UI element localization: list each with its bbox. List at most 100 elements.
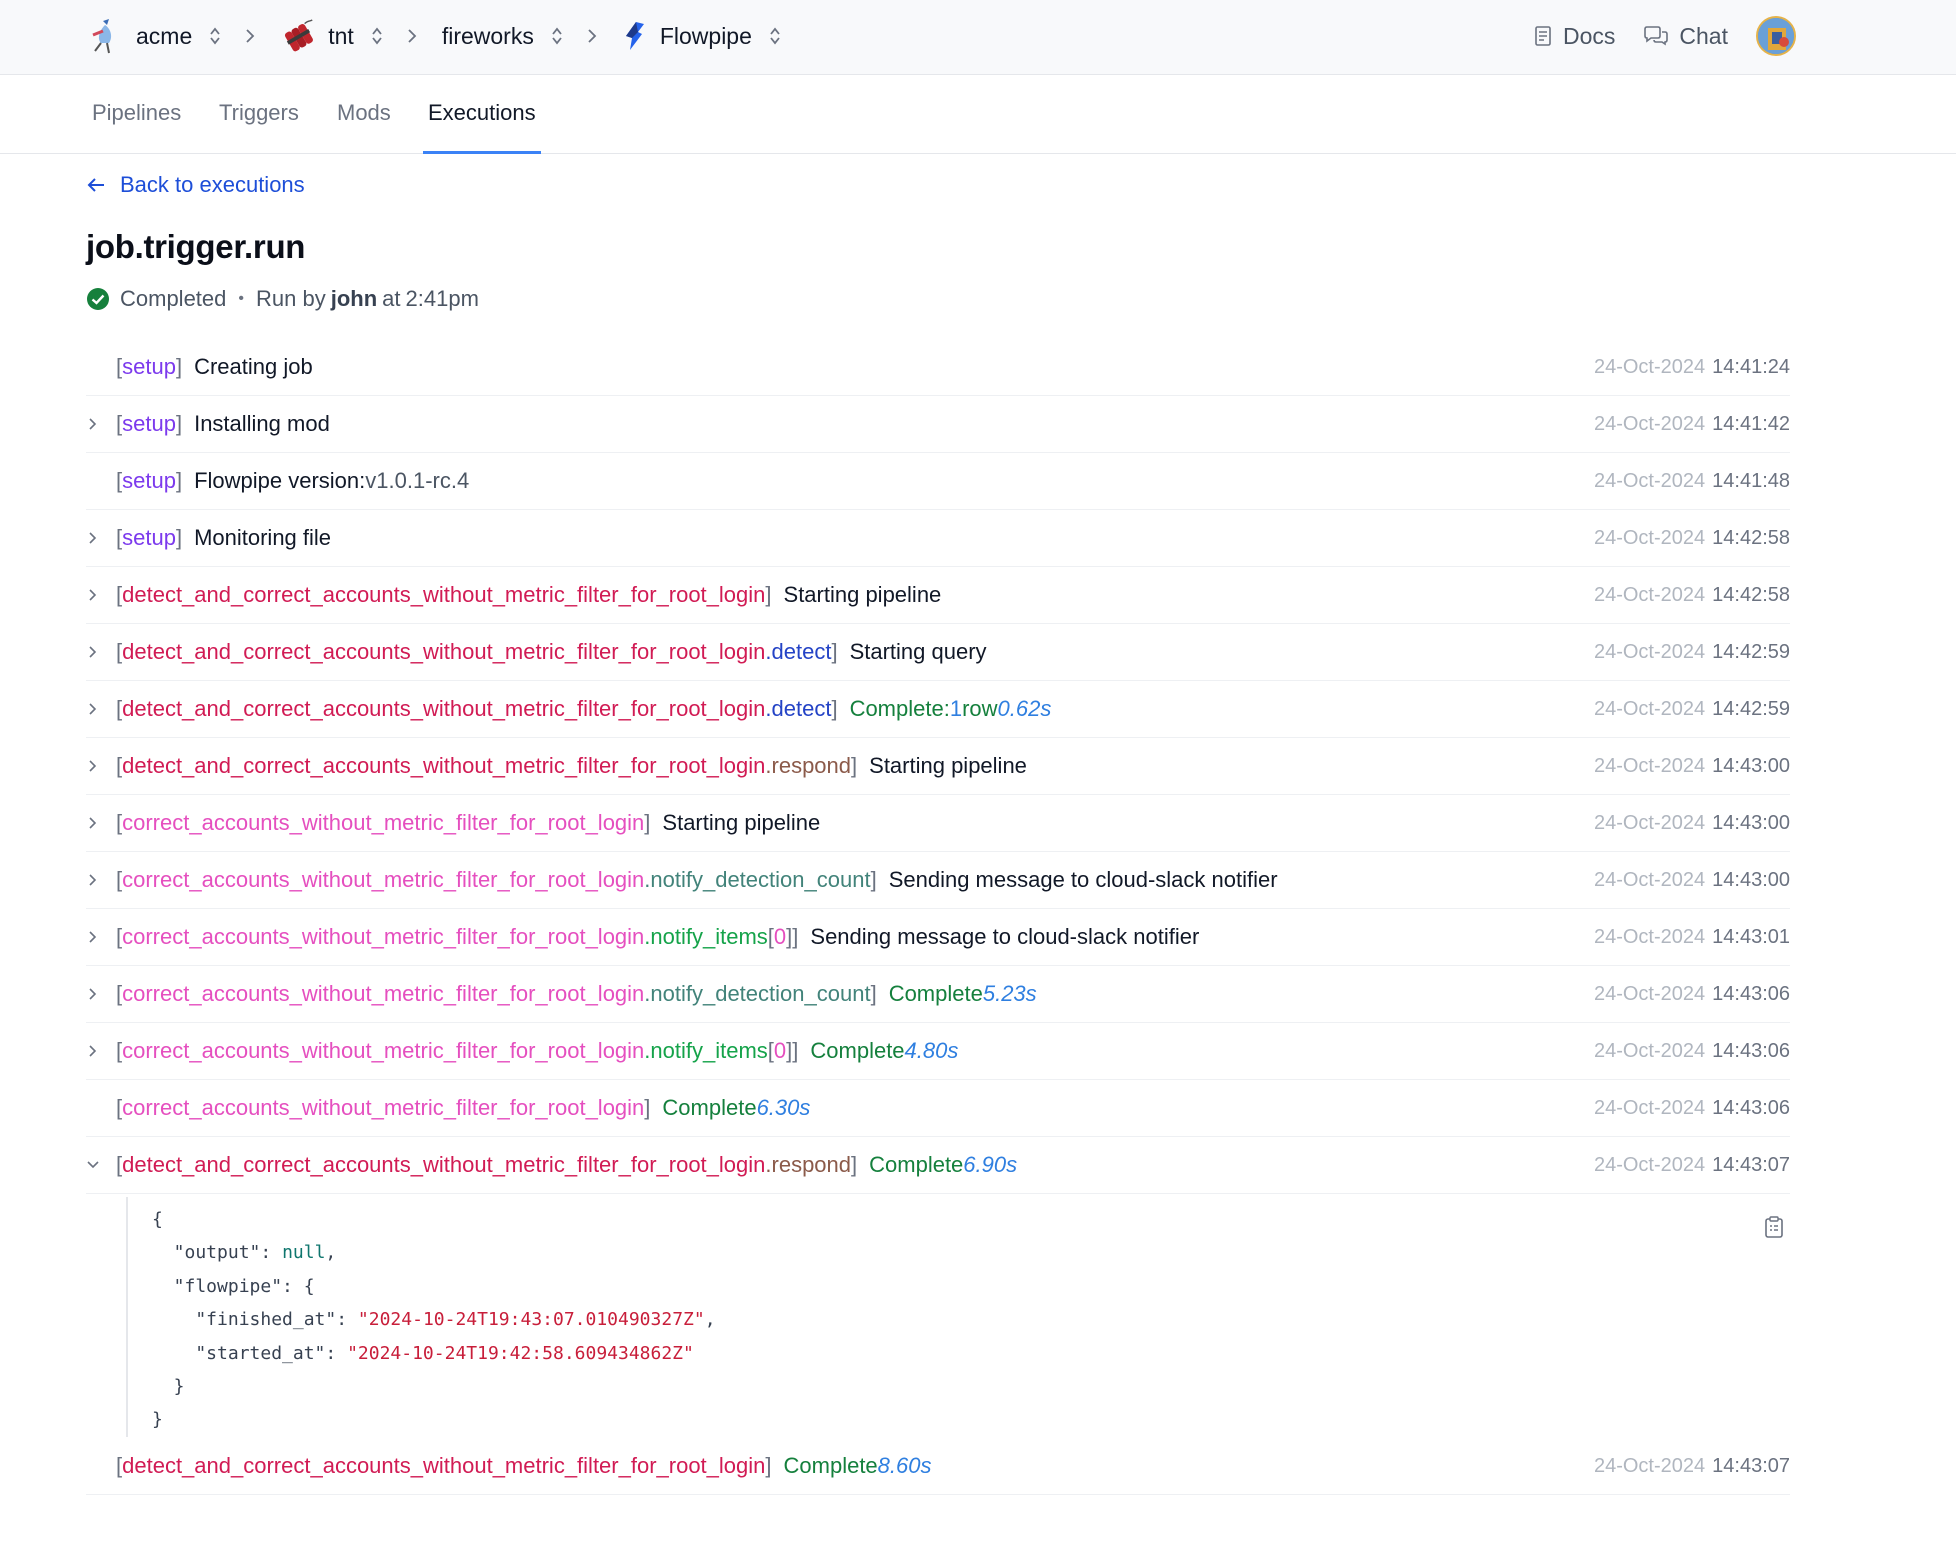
log-segment: ]] [786, 924, 799, 949]
log-message: [correct_accounts_without_metric_filter_… [116, 852, 1278, 908]
flowpipe-logo-icon [622, 17, 648, 55]
log-segment: Sending message to cloud-slack notifier [810, 924, 1200, 949]
log-segment: Complete [810, 1038, 905, 1063]
json-token: "output" [152, 1242, 261, 1263]
breadcrumb-product[interactable]: Flowpipe [622, 17, 782, 55]
arrow-left-icon [87, 178, 104, 192]
chevron-right-icon[interactable] [86, 567, 104, 623]
log-segment: .notify_detection_count [644, 981, 871, 1006]
log-segment: setup [122, 468, 176, 493]
log-row[interactable]: [detect_and_correct_accounts_without_met… [86, 738, 1790, 795]
chat-link[interactable]: Chat [1643, 23, 1728, 50]
breadcrumb-org[interactable]: acme [88, 17, 222, 55]
log-row[interactable]: [correct_accounts_without_metric_filter_… [86, 852, 1790, 909]
json-token: } [152, 1376, 185, 1397]
log-segment: Complete [662, 1095, 757, 1120]
breadcrumb-project[interactable]: fireworks [442, 23, 564, 50]
log-date: 24-Oct-2024 [1593, 355, 1706, 378]
log-segment: 0.62s [997, 696, 1052, 721]
log-row[interactable]: [correct_accounts_without_metric_filter_… [86, 909, 1790, 966]
chevron-right-icon[interactable] [86, 624, 104, 680]
chevron-right-icon[interactable] [86, 738, 104, 794]
json-token: } [152, 1409, 163, 1430]
json-line: "started_at": "2024-10-24T19:42:58.60943… [152, 1343, 694, 1364]
tab-triggers[interactable]: Triggers [219, 100, 299, 125]
log-segment: row [962, 696, 998, 721]
chevron-right-icon[interactable] [86, 681, 104, 737]
log-segment: Starting pipeline [869, 753, 1027, 778]
log-segment: detect_and_correct_accounts_without_metr… [122, 1152, 766, 1177]
log-date: 24-Oct-2024 [1593, 526, 1706, 549]
chevron-right-icon[interactable] [86, 795, 104, 851]
log-segment: [ [116, 753, 123, 778]
log-segment: ] [175, 411, 183, 436]
docs-link[interactable]: Docs [1533, 23, 1615, 50]
log-row[interactable]: [correct_accounts_without_metric_filter_… [86, 1023, 1790, 1080]
log-segment: detect_and_correct_accounts_without_metr… [122, 639, 766, 664]
json-line: "finished_at": "2024-10-24T19:43:07.0104… [152, 1309, 715, 1330]
log-date: 24-Oct-2024 [1593, 1039, 1706, 1062]
log-message: [correct_accounts_without_metric_filter_… [116, 909, 1199, 965]
log-segment: ] [644, 810, 651, 835]
back-link-label: Back to executions [120, 172, 305, 197]
json-line: } [152, 1376, 185, 1397]
log-row[interactable]: [correct_accounts_without_metric_filter_… [86, 795, 1790, 852]
avatar[interactable] [1756, 16, 1796, 56]
json-token: : [325, 1343, 348, 1364]
log-message: [detect_and_correct_accounts_without_met… [116, 567, 941, 623]
chevron-right-icon[interactable] [86, 1023, 104, 1079]
log-segment: [ [116, 696, 123, 721]
log-segment: [ [116, 1038, 123, 1063]
log-segment: Starting pipeline [662, 810, 821, 835]
tab-bar: Pipelines Triggers Mods Executions [0, 75, 1956, 154]
tab-mods[interactable]: Mods [337, 100, 391, 125]
chevron-right-icon[interactable] [86, 510, 104, 566]
log-date: 24-Oct-2024 [1593, 754, 1706, 777]
log-date: 24-Oct-2024 [1593, 412, 1706, 435]
tab-executions[interactable]: Executions [423, 75, 541, 154]
json-token: null [282, 1242, 326, 1263]
json-token: , [325, 1242, 337, 1263]
log-row: [correct_accounts_without_metric_filter_… [86, 1080, 1790, 1137]
chat-label: Chat [1679, 22, 1728, 49]
log-segment: .respond [765, 753, 852, 778]
log-segment: .notify_items [644, 1038, 768, 1063]
chevron-down-icon[interactable] [86, 1137, 104, 1193]
log-row[interactable]: [detect_and_correct_accounts_without_met… [86, 681, 1790, 738]
chevron-right-icon [586, 26, 600, 46]
tab-pipelines[interactable]: Pipelines [92, 100, 182, 125]
log-date: 24-Oct-2024 [1593, 811, 1706, 834]
log-row: [detect_and_correct_accounts_without_met… [86, 1438, 1790, 1495]
log-segment: [ [116, 639, 123, 664]
log-row[interactable]: [detect_and_correct_accounts_without_met… [86, 567, 1790, 624]
json-token: "2024-10-24T19:42:58.609434862Z" [347, 1343, 694, 1364]
chevron-right-icon[interactable] [86, 909, 104, 965]
log-segment: [ [116, 924, 123, 949]
log-segment: ] [851, 1152, 858, 1177]
log-segment: [ [116, 525, 123, 550]
clipboard-copy-icon[interactable] [1764, 1215, 1784, 1244]
chevron-right-icon[interactable] [86, 396, 104, 452]
log-row[interactable]: [detect_and_correct_accounts_without_met… [86, 624, 1790, 681]
log-row[interactable]: [detect_and_correct_accounts_without_met… [86, 1137, 1790, 1194]
chevron-right-icon[interactable] [86, 966, 104, 1022]
chevron-right-icon[interactable] [86, 852, 104, 908]
breadcrumb-workspace[interactable]: tnt [280, 17, 384, 55]
log-row[interactable]: [correct_accounts_without_metric_filter_… [86, 966, 1790, 1023]
log-message: [detect_and_correct_accounts_without_met… [116, 1438, 932, 1494]
log-segment: 6.30s [756, 1095, 811, 1120]
back-to-executions-link[interactable]: Back to executions [86, 172, 305, 198]
log-time: 14:43:00 [1712, 868, 1790, 891]
